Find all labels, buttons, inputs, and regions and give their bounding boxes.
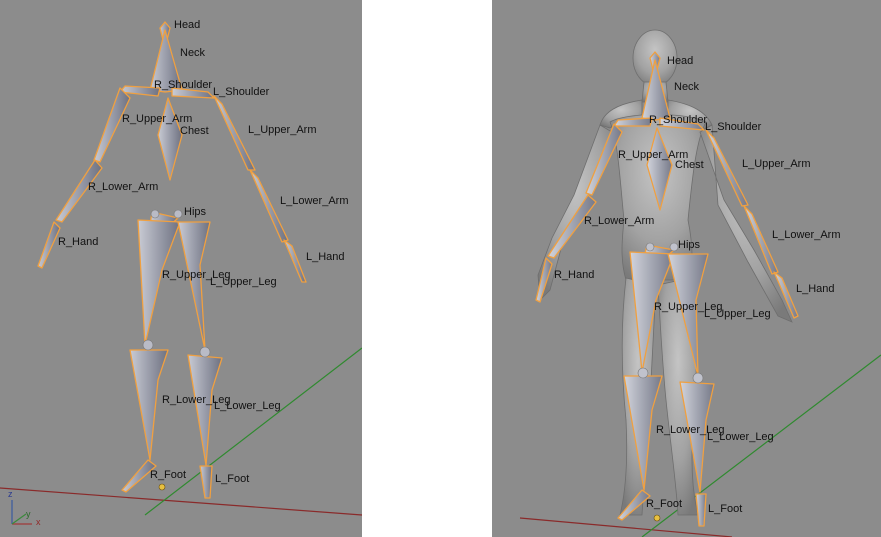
label-r-foot: R_Foot [150,470,186,481]
label-r-hand: R_Hand [554,270,594,281]
label-hips: Hips [678,240,700,251]
label-r-lower-arm: R_Lower_Arm [584,216,654,227]
label-l-hand: L_Hand [306,252,345,263]
label-chest: Chest [180,126,209,137]
label-neck: Neck [674,82,699,93]
gizmo-x-label: x [36,518,41,527]
gizmo-y-line [12,514,26,524]
joint-knee-r [638,368,648,378]
viewport-armature: z y x Head Neck R_Shoulder L_Shoulder R_… [0,0,362,537]
bone-r-upper-leg [138,220,180,345]
x-axis-line [0,488,362,515]
label-l-hand: L_Hand [796,284,835,295]
label-l-lower-arm: L_Lower_Arm [280,196,348,207]
joint-hip-l [670,243,678,251]
label-l-lower-leg: L_Lower_Leg [707,432,774,443]
label-l-foot: L_Foot [708,504,742,515]
label-r-lower-arm: R_Lower_Arm [88,182,158,193]
label-l-upper-leg: L_Upper_Leg [704,309,771,320]
label-chest: Chest [675,160,704,171]
joint-hip-r [646,243,654,251]
bone-r-hand [38,222,60,268]
label-l-lower-arm: L_Lower_Arm [772,230,840,241]
label-r-shoulder: R_Shoulder [649,115,707,126]
bone-l-foot [200,466,212,498]
joint-hip-r [151,210,159,218]
gizmo-z-label: z [8,490,13,499]
bone-chest [158,98,182,180]
label-head: Head [174,20,200,31]
joint-hip-l [174,210,182,218]
bone-l-hand [284,240,306,282]
viewport-armature-mesh: Head Neck R_Shoulder L_Shoulder R_Upper_… [492,0,881,537]
label-l-foot: L_Foot [215,474,249,485]
label-l-shoulder: L_Shoulder [705,122,761,133]
joint-knee-l [693,373,703,383]
label-l-upper-arm: L_Upper_Arm [248,125,316,136]
gizmo-y-label: y [26,510,31,519]
label-l-lower-leg: L_Lower_Leg [214,401,281,412]
label-l-shoulder: L_Shoulder [213,87,269,98]
label-r-hand: R_Hand [58,237,98,248]
label-l-upper-leg: L_Upper_Leg [210,277,277,288]
bone-r-upper-arm [94,88,130,162]
origin-marker [654,515,660,521]
y-axis-line [145,348,362,515]
origin-marker [159,484,165,490]
label-neck: Neck [180,48,205,59]
label-hips: Hips [184,207,206,218]
bone-l-upper-leg [178,222,210,350]
label-head: Head [667,56,693,67]
label-l-upper-arm: L_Upper_Arm [742,159,810,170]
bone-l-foot [696,494,706,526]
joint-knee-r [143,340,153,350]
joint-knee-l [200,347,210,357]
label-r-foot: R_Foot [646,499,682,510]
label-r-upper-arm: R_Upper_Arm [122,114,192,125]
label-r-shoulder: R_Shoulder [154,80,212,91]
